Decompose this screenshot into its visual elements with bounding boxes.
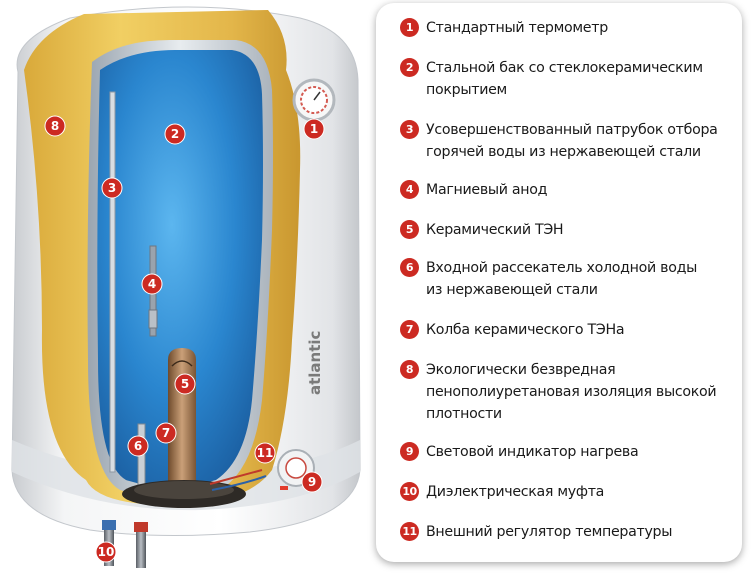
steel-tank [97, 50, 263, 487]
outlet-pipe-right [136, 532, 146, 568]
svg-text:10: 10 [98, 545, 115, 559]
legend-number-badge: 4 [400, 180, 419, 199]
svg-text:4: 4 [148, 277, 156, 291]
diagram-marker-2: 2 [164, 123, 186, 145]
legend-description: Колба керамического ТЭНа [426, 322, 625, 338]
legend-number-badge: 11 [400, 522, 419, 541]
brand-label: atlantic [306, 331, 324, 395]
legend-number-badge: 10 [400, 482, 419, 501]
legend-description: Керамический ТЭН [426, 222, 564, 238]
dielectric-coupling-right [134, 522, 148, 532]
diagram-marker-9: 9 [301, 471, 323, 493]
legend-description: Магниевый анод [426, 182, 548, 198]
svg-text:7: 7 [162, 426, 170, 440]
legend-description: Диэлектрическая муфта [426, 484, 605, 500]
diagram-marker-1: 1 [303, 118, 325, 140]
svg-text:5: 5 [181, 377, 189, 391]
legend-item-9: 9 Световой индикатор нагрева [400, 441, 639, 463]
diagram-marker-10: 10 [95, 541, 117, 563]
diagram-marker-7: 7 [155, 422, 177, 444]
dielectric-coupling-left [102, 520, 116, 530]
diagram-marker-4: 4 [141, 273, 163, 295]
legend-description: Стандартный термометр [426, 20, 608, 36]
svg-text:8: 8 [51, 119, 59, 133]
diagram-marker-11: 11 [254, 442, 276, 464]
legend-number-badge: 6 [400, 258, 419, 277]
legend-item-11: 11 Внешний регулятор температуры [400, 521, 672, 543]
legend-number-badge: 5 [400, 220, 419, 239]
legend-item-1: 1 Стандартный термометр [400, 17, 608, 39]
diagram-marker-3: 3 [101, 177, 123, 199]
svg-text:3: 3 [108, 181, 116, 195]
svg-text:1: 1 [310, 122, 318, 136]
legend-item-5: 5 Керамический ТЭН [400, 219, 564, 241]
legend-item-4: 4 Магниевый анод [400, 179, 547, 201]
heating-indicator-light [280, 486, 288, 490]
svg-text:2: 2 [171, 127, 179, 141]
diagram-marker-6: 6 [127, 435, 149, 457]
svg-text:11: 11 [257, 446, 274, 460]
svg-text:9: 9 [308, 475, 316, 489]
hot-water-pipe [109, 91, 116, 473]
legend-number-badge: 7 [400, 320, 419, 339]
legend-description: Внешний регулятор температуры [426, 524, 673, 540]
diagram-marker-8: 8 [44, 115, 66, 137]
legend-number-badge: 3 [400, 120, 419, 139]
water-heater-illustration: atlantic 1 2 3 4 5 6 7 8 9 10 11 [11, 6, 361, 568]
diagram-marker-5: 5 [174, 373, 196, 395]
legend-description: Световой индикатор нагрева [426, 444, 639, 460]
legend-number-badge: 2 [400, 58, 419, 77]
ceramic-heater-flask [168, 348, 196, 488]
svg-text:6: 6 [134, 439, 142, 453]
legend-number-badge: 9 [400, 442, 419, 461]
legend-number-badge: 8 [400, 360, 419, 379]
diagram-markers: 1 2 3 4 5 6 7 8 9 10 11 [44, 115, 325, 563]
legend-number-badge: 1 [400, 18, 419, 37]
legend-item-7: 7 Колба керамического ТЭНа [400, 319, 625, 341]
legend-item-10: 10 Диэлектрическая муфта [400, 481, 604, 503]
legend-panel: 1 Стандартный термометр 2 Стальной бак со с… [376, 3, 742, 562]
